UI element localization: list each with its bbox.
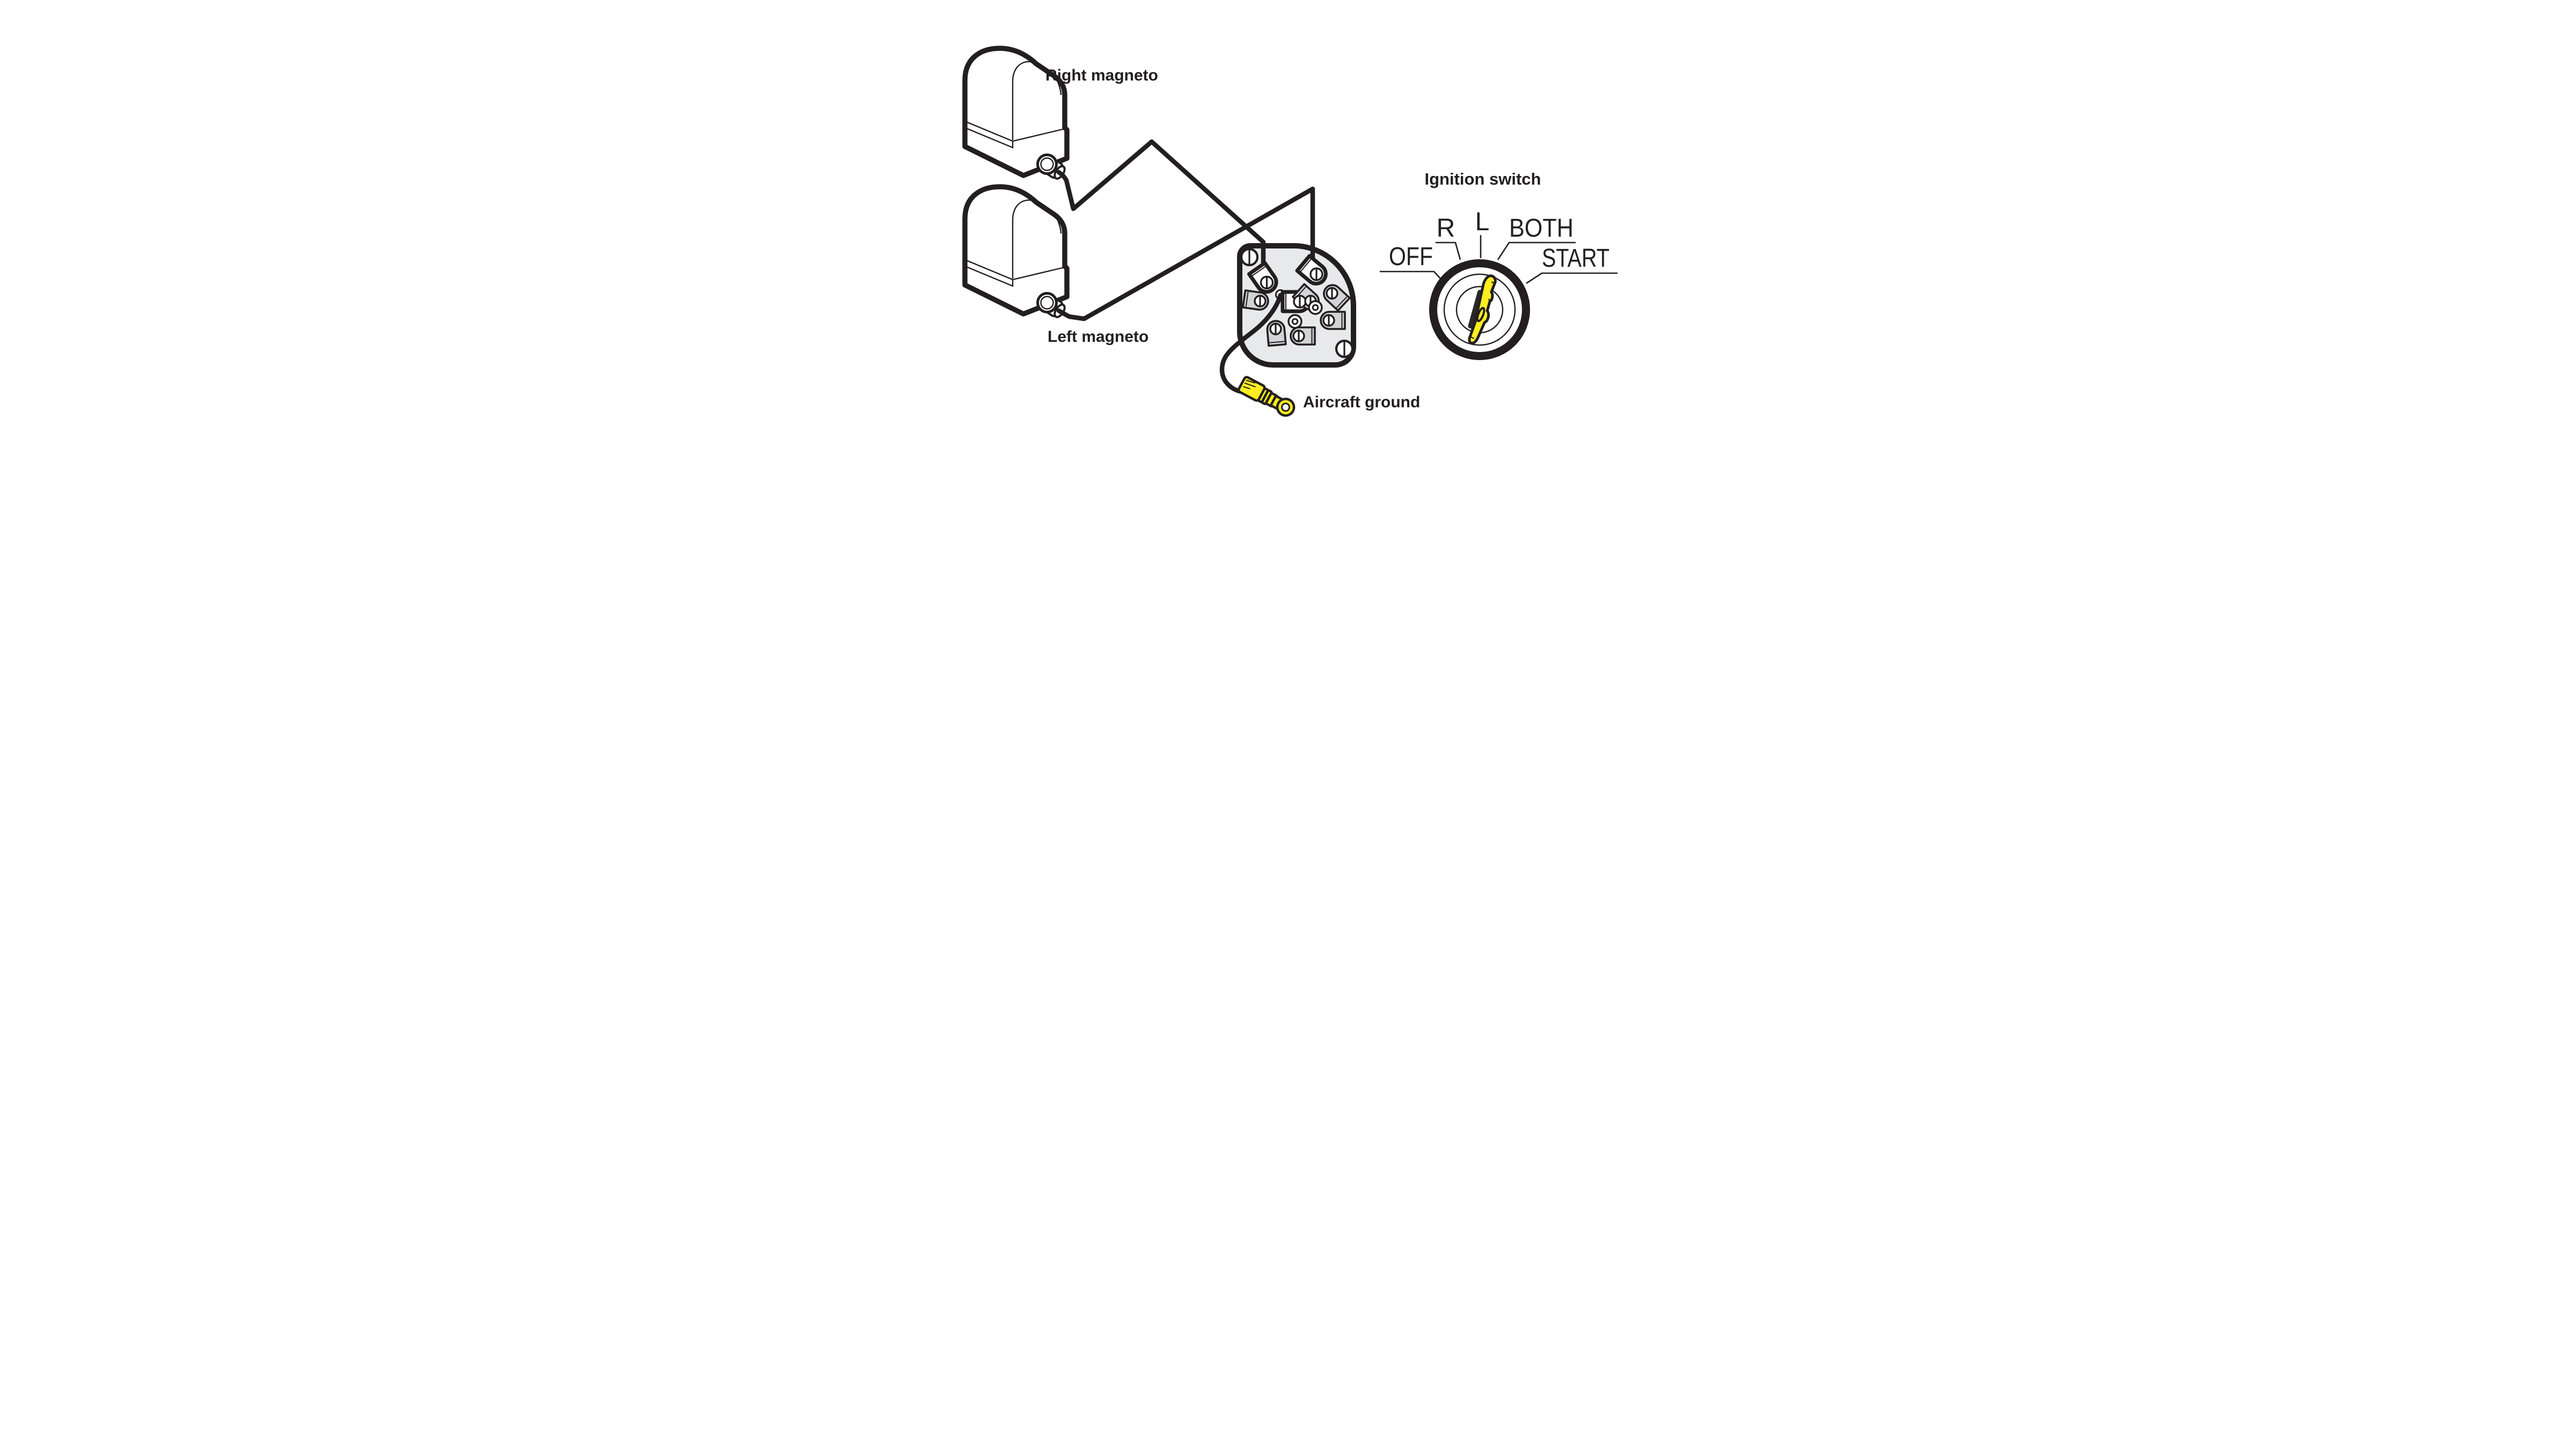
leader-line-off bbox=[1380, 270, 1441, 279]
screw-icon bbox=[1269, 323, 1282, 335]
screw-icon bbox=[1260, 275, 1274, 290]
switch-position-r: R bbox=[1437, 214, 1455, 243]
switch-position-off: OFF bbox=[1389, 243, 1433, 271]
left-magneto-wire bbox=[1056, 186, 1315, 321]
right-magneto-wire bbox=[1056, 139, 1266, 279]
screw-icon bbox=[1293, 295, 1307, 309]
aircraft-ground-label: Aircraft ground bbox=[1303, 393, 1420, 411]
right-magneto-label: Right magneto bbox=[1045, 67, 1158, 84]
leader-line-r bbox=[1436, 241, 1461, 260]
screw-icon bbox=[1326, 287, 1338, 300]
ignition-switch-title: Ignition switch bbox=[1425, 170, 1541, 188]
screw-icon bbox=[1254, 295, 1267, 308]
switch-position-start: START bbox=[1542, 244, 1609, 273]
screw-icon bbox=[1292, 330, 1305, 342]
ignition-switch-icon bbox=[1429, 259, 1530, 360]
screw-icon bbox=[1309, 267, 1323, 281]
screw-icon bbox=[1241, 249, 1257, 265]
ring-terminal-small-icon bbox=[1308, 300, 1323, 315]
diagram-stage: Right magneto Left magneto Aircraft grou… bbox=[867, 0, 1709, 473]
leader-line-start bbox=[1526, 272, 1618, 284]
left-magneto-label: Left magneto bbox=[1048, 328, 1148, 346]
switch-position-l: L bbox=[1475, 208, 1490, 236]
ignition-system-diagram: Right magneto Left magneto Aircraft grou… bbox=[867, 0, 1709, 473]
switch-position-both: BOTH bbox=[1509, 214, 1574, 243]
leader-line-both bbox=[1497, 241, 1576, 260]
screw-icon bbox=[1322, 314, 1335, 327]
screw-icon bbox=[1336, 341, 1352, 357]
aircraft-ground-terminal-icon bbox=[1237, 376, 1296, 417]
ground-wire bbox=[1219, 292, 1283, 394]
ring-terminal-small-icon bbox=[1287, 314, 1302, 329]
left-magneto-icon bbox=[965, 187, 1067, 320]
